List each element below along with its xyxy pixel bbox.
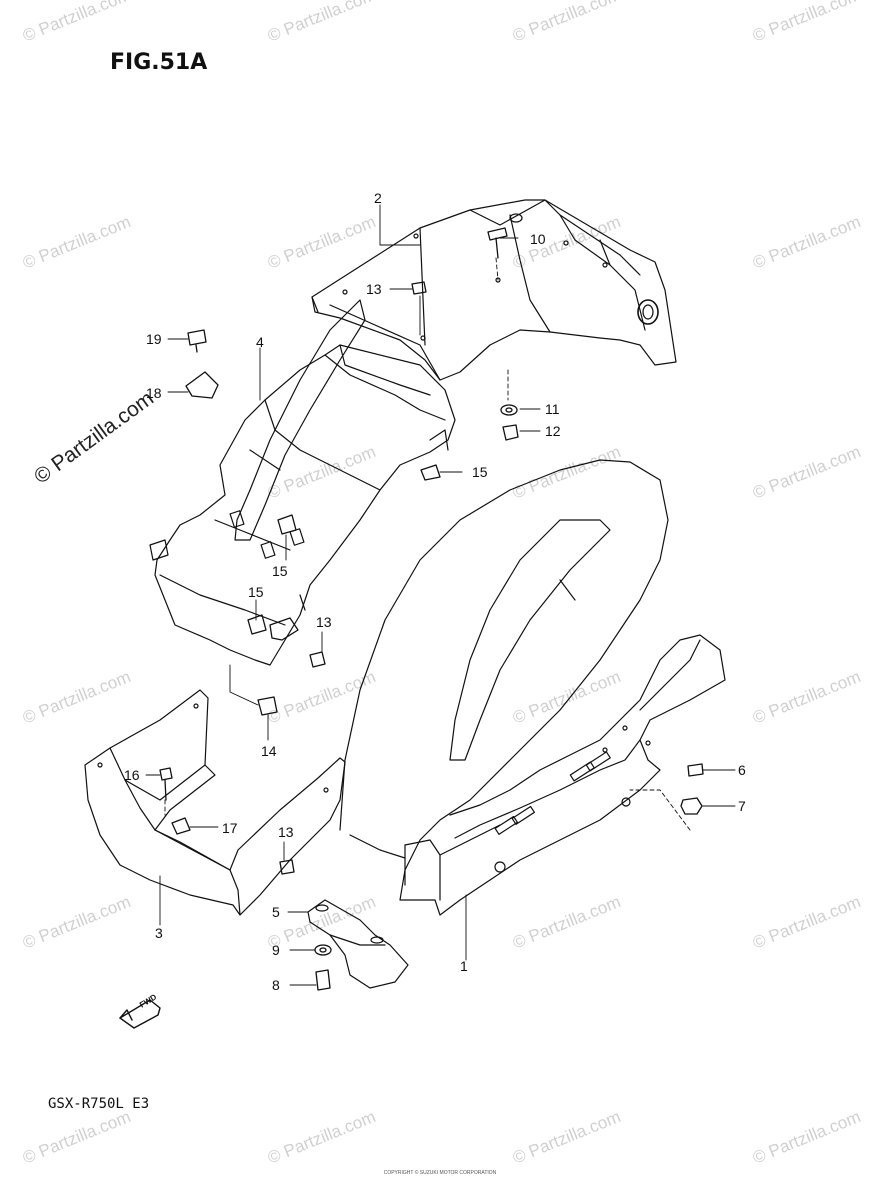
- leader-lines: [145, 204, 736, 986]
- callout-part-15[interactable]: 15: [472, 464, 488, 480]
- callout-part-13[interactable]: 13: [316, 614, 332, 630]
- callout-part-4[interactable]: 4: [256, 334, 264, 350]
- callout-part-17[interactable]: 17: [222, 820, 238, 836]
- part-3-splash-guard: [84, 689, 346, 916]
- copyright-footer: COPYRIGHT © SUZUKI MOTOR CORPORATION: [383, 1170, 497, 1176]
- callout-part-13[interactable]: 13: [278, 824, 294, 840]
- callout-part-6[interactable]: 6: [738, 762, 746, 778]
- callout-part-11[interactable]: 11: [545, 401, 560, 417]
- callout-part-18[interactable]: 18: [146, 385, 162, 401]
- forward-direction-arrow-icon: [119, 999, 161, 1029]
- callout-part-3[interactable]: 3: [155, 925, 163, 941]
- part-4-inner-fender: [149, 299, 456, 666]
- callout-part-13[interactable]: 13: [366, 281, 382, 297]
- hardware-fasteners: [159, 227, 704, 991]
- model-code: GSX-R750L E3: [48, 1096, 150, 1112]
- callout-part-14[interactable]: 14: [261, 743, 277, 759]
- part-5-bracket: [307, 899, 409, 989]
- callout-part-15[interactable]: 15: [248, 584, 264, 600]
- callout-part-19[interactable]: 19: [146, 331, 162, 347]
- callout-part-12[interactable]: 12: [545, 423, 561, 439]
- callout-part-1[interactable]: 1: [460, 958, 468, 974]
- callout-part-2[interactable]: 2: [374, 190, 382, 206]
- callout-part-8[interactable]: 8: [272, 977, 280, 993]
- callout-part-16[interactable]: 16: [124, 767, 140, 783]
- part-2-fender-top: [311, 199, 677, 381]
- callout-part-9[interactable]: 9: [272, 942, 280, 958]
- part-1-rear-fender: [339, 459, 726, 916]
- callout-part-5[interactable]: 5: [272, 904, 280, 920]
- callout-part-15[interactable]: 15: [272, 563, 288, 579]
- figure-title: FIG.51A: [110, 50, 208, 75]
- callout-part-7[interactable]: 7: [738, 798, 746, 814]
- callout-part-10[interactable]: 10: [530, 231, 546, 247]
